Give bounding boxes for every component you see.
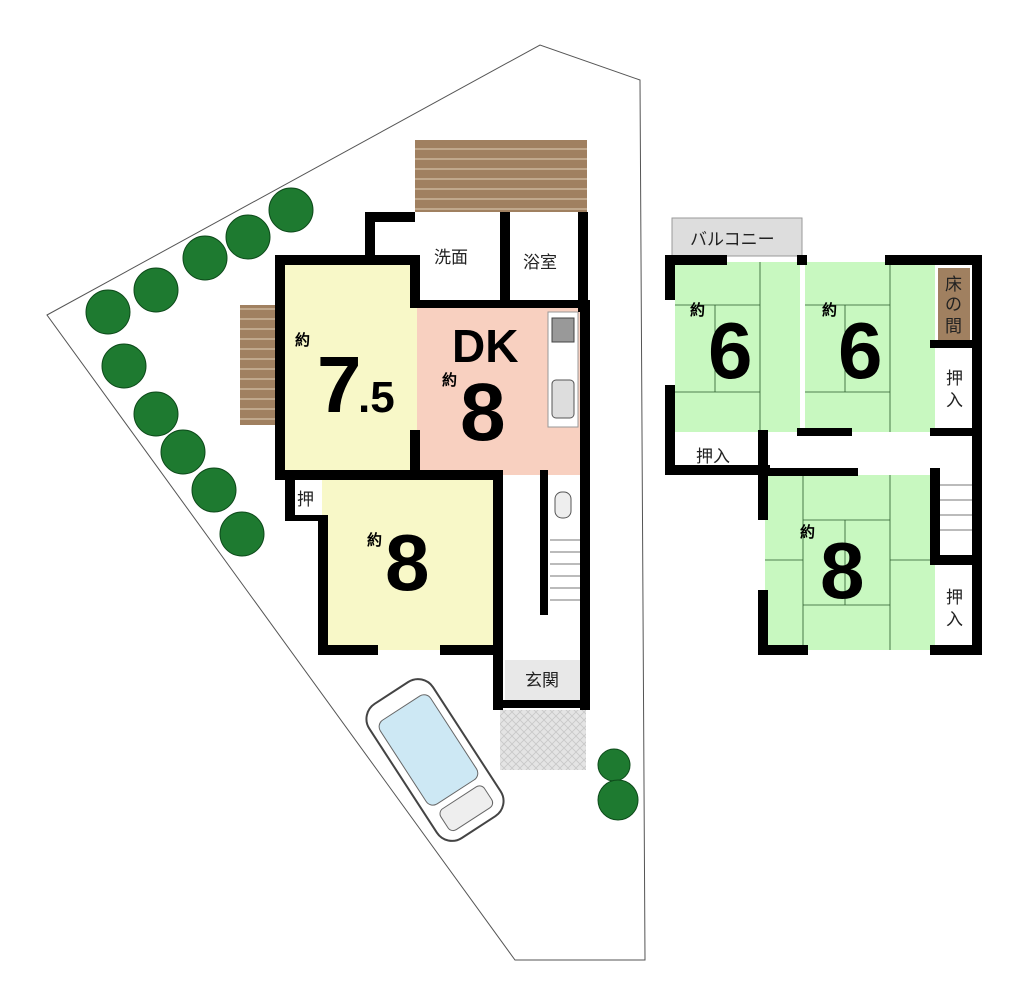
tree-icon — [268, 187, 314, 233]
room-7-5-decimal: .5 — [358, 373, 395, 422]
tree-icon — [133, 267, 179, 313]
tree-icon — [85, 289, 131, 335]
bath-label: 浴室 — [523, 253, 557, 273]
tokonoma-label-2: の — [945, 295, 962, 315]
balcony-label: バルコニー — [690, 230, 775, 250]
stairs-floor1 — [550, 539, 585, 601]
tree-icon — [219, 511, 265, 557]
tree-icon — [225, 214, 271, 260]
entrance-label: 玄関 — [525, 671, 559, 691]
closet-right-bottom-2: 入 — [946, 610, 963, 630]
trees — [85, 187, 639, 821]
tree-icon — [191, 467, 237, 513]
room-7-5-size: 7 — [317, 340, 362, 429]
tree-icon — [182, 235, 228, 281]
closet-right-top-2: 入 — [946, 391, 963, 411]
closet-label: 押 — [297, 490, 314, 510]
room-western-7-5 — [280, 258, 417, 475]
walls-floor1 — [275, 212, 590, 710]
room-tatami-8 — [765, 475, 935, 650]
dk-prefix: 約 — [442, 371, 457, 389]
tokonoma-label-1: 床 — [945, 275, 962, 295]
walls-floor2 — [665, 255, 982, 655]
tree-icon — [133, 391, 179, 437]
room-8-f2-size: 8 — [820, 526, 865, 615]
room-6a-prefix: 約 — [690, 301, 705, 319]
tree-icon — [101, 343, 147, 389]
entrance-porch — [500, 710, 586, 770]
closet-left-label: 押入 — [696, 447, 730, 467]
closet-right-top-1: 押 — [946, 369, 963, 389]
balcony — [671, 217, 803, 257]
room-western-8 — [322, 475, 498, 650]
car-icon — [365, 678, 505, 842]
tree-icon — [597, 779, 639, 821]
stairs-floor2 — [940, 484, 972, 531]
tree-icon — [160, 429, 206, 475]
room-8-f2-prefix: 約 — [800, 523, 815, 541]
room-6b-prefix: 約 — [822, 301, 837, 319]
room-tatami-6b — [805, 262, 935, 432]
dk-label: DK — [452, 320, 518, 372]
tokonoma-label-3: 間 — [945, 317, 962, 337]
sink-icon — [551, 379, 575, 419]
room-8-prefix: 約 — [367, 531, 382, 549]
tree-icon — [597, 748, 631, 782]
room-6a-size: 6 — [708, 306, 753, 395]
washroom-label: 洗面 — [434, 248, 468, 268]
room-tatami-6a — [675, 262, 800, 432]
room-8-size: 8 — [385, 518, 430, 607]
deck-north — [415, 140, 587, 212]
tokonoma — [938, 268, 970, 342]
tatami-lines — [675, 262, 935, 650]
closet-right-bottom-1: 押 — [946, 588, 963, 608]
toilet-icon — [554, 491, 572, 519]
entrance-floor — [505, 660, 585, 700]
room-6b-size: 6 — [838, 306, 883, 395]
room-7-5-prefix: 約 — [295, 331, 310, 349]
dk-size: 8 — [460, 367, 506, 458]
stove-icon — [551, 317, 575, 343]
